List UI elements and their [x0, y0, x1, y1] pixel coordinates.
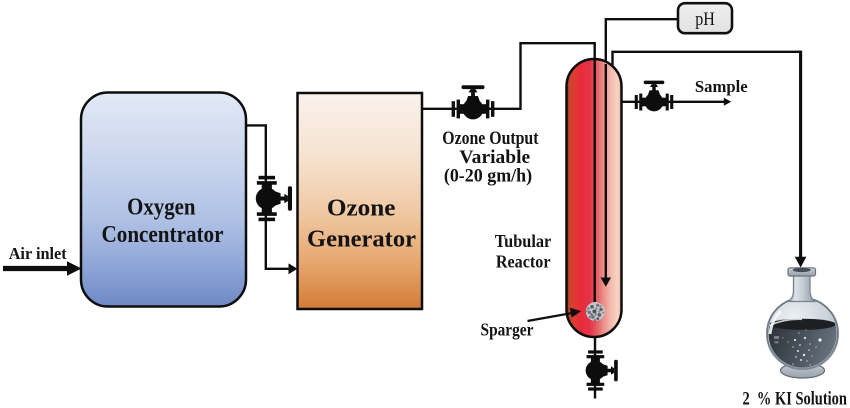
svg-text:Tubular: Tubular: [495, 231, 552, 251]
svg-text:2 % KI Solution: 2 % KI Solution: [742, 389, 847, 408]
svg-text:(0-20 gm/h): (0-20 gm/h): [444, 166, 532, 187]
svg-text:Generator: Generator: [307, 227, 416, 253]
svg-text:Air inlet: Air inlet: [9, 244, 67, 263]
svg-text:Concentrator: Concentrator: [102, 222, 224, 248]
svg-text:Ozone: Ozone: [327, 196, 396, 222]
svg-text:pH: pH: [695, 10, 715, 30]
svg-text:Sample: Sample: [695, 77, 748, 96]
svg-text:Reactor: Reactor: [496, 252, 551, 272]
svg-text:Ozone Output: Ozone Output: [442, 129, 539, 149]
svg-text:Oxygen: Oxygen: [127, 195, 195, 221]
svg-text:Sparger: Sparger: [481, 319, 534, 339]
svg-text:Variable: Variable: [459, 147, 530, 168]
